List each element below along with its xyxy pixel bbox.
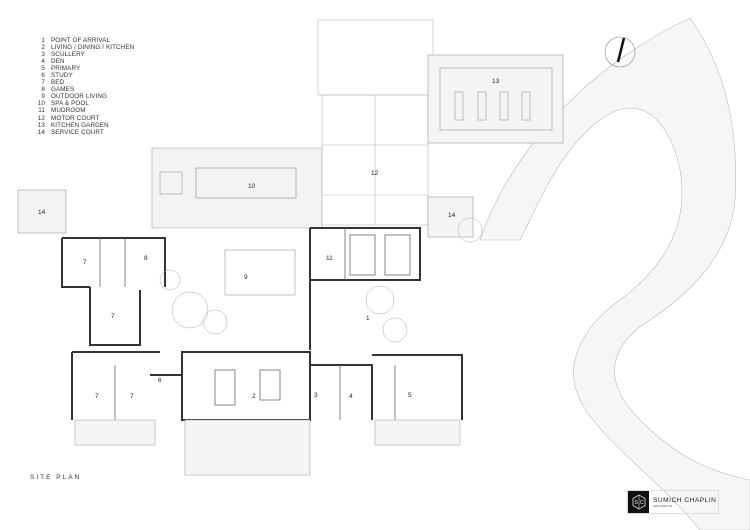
plan-label: 7 (111, 313, 115, 320)
front-terrace (184, 419, 311, 476)
plan-label: 4 (349, 393, 353, 400)
plan-label: 7 (95, 393, 99, 400)
service-court-west (17, 189, 67, 234)
motor-court (317, 19, 434, 226)
service-court-east (427, 196, 474, 238)
plan-label: 7 (83, 259, 87, 266)
plan-label: 5 (408, 392, 412, 399)
plan-label: 7 (130, 393, 134, 400)
kitchen-garden (427, 54, 564, 144)
svg-text:C: C (640, 500, 644, 506)
plan-label: 12 (371, 170, 379, 177)
plan-label: 9 (244, 274, 248, 281)
plan-label: 6 (158, 377, 162, 384)
plan-label: 2 (252, 393, 256, 400)
plan-label: 10 (248, 183, 256, 190)
plan-label: 8 (144, 255, 148, 262)
plan-label: 11 (326, 255, 333, 262)
trees (159, 217, 483, 343)
plan-label: 1 (366, 315, 370, 322)
logo-name: SUMICH CHAPLIN (653, 496, 717, 504)
logo-subtitle: ARCHITECTS (653, 503, 673, 508)
plan-label: 3 (314, 392, 318, 399)
outdoor-living-terrace (224, 249, 296, 296)
pool (195, 167, 297, 199)
drawing-title: SITE PLAN (30, 474, 82, 481)
svg-text:S: S (634, 500, 638, 506)
north-arrow (604, 36, 636, 68)
plan-label: 13 (492, 78, 500, 85)
pool-terrace (151, 147, 323, 229)
interior-walls (99, 228, 411, 420)
driveway (479, 17, 750, 530)
plan-label: 14 (38, 209, 46, 216)
plan-label: 14 (448, 212, 456, 219)
house-walls (61, 227, 463, 421)
